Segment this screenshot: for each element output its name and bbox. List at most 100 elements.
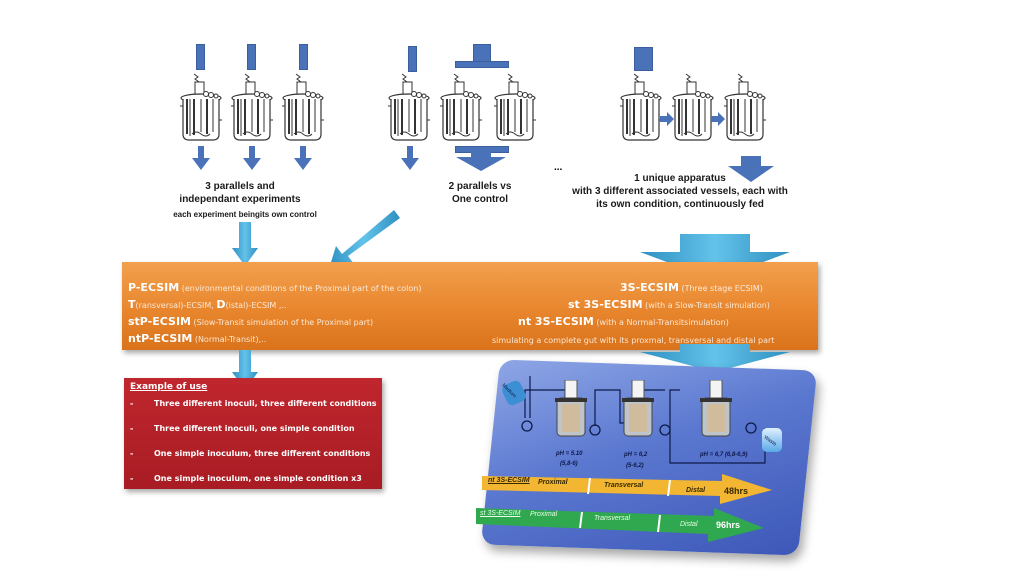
variant-desc: (with a Slow-Transit simulation): [642, 301, 770, 310]
variant-line: 3S-ECSIM (Three stage ECSIM): [620, 276, 763, 295]
output-arrow-icon: [294, 146, 312, 170]
ph-label: pH = 5.10: [556, 451, 583, 457]
timeline-label: nt 3S-ECSIM: [488, 477, 530, 484]
bullet: -: [130, 424, 134, 433]
bioreactor-vessel: [672, 73, 714, 141]
variant-line: simulating a complete gut with its proxm…: [492, 328, 774, 347]
variant-name: nt 3S-ECSIM: [518, 315, 594, 328]
bioreactor-vessel: [440, 73, 482, 141]
variant-desc: (with a Normal-Transitsimulation): [593, 318, 729, 327]
bioreactor-vessel: [231, 73, 273, 141]
caption-line: with 3 different associated vessels, eac…: [572, 186, 788, 197]
timeline-duration: 96hrs: [716, 520, 741, 530]
variant-name: st 3S-ECSIM: [568, 298, 643, 311]
variant-name: 3S-ECSIM: [620, 281, 679, 294]
variant-desc: (istal)-ECSIM ,..: [225, 301, 287, 310]
timeline-segment: Proximal: [530, 511, 558, 518]
bioreactor-vessel: [494, 73, 536, 141]
caption-line: 1 unique apparatus: [634, 173, 726, 184]
output-arrow-icon: [192, 146, 210, 170]
variant-line: stP-ECSIM (Slow-Transit simulation of th…: [128, 310, 373, 329]
feed-arrow-3: [299, 44, 308, 70]
example-text: Three different inoculi, one simple cond…: [154, 424, 355, 433]
ecsim-variants-box: P-ECSIM (environmental conditions of the…: [122, 262, 818, 350]
variant-desc: (Three stage ECSIM): [678, 284, 763, 293]
variant-name: ntP-ECSIM: [128, 332, 193, 345]
output-arrow-icon: [243, 146, 261, 170]
timeline-segment: Transversal: [604, 482, 644, 489]
example-text: One simple inoculum, three different con…: [154, 449, 371, 458]
example-text: One simple inoculum, one simple conditio…: [154, 474, 362, 483]
timeline-segment: Proximal: [538, 479, 568, 486]
example-text: Three different inoculi, three different…: [154, 399, 377, 408]
timeline-duration: 48hrs: [724, 486, 749, 496]
timeline-segment: Distal: [680, 521, 698, 528]
timeline-segment: Distal: [686, 487, 706, 494]
bullet: -: [130, 399, 134, 408]
timeline-label: st 3S-ECSIM: [480, 510, 521, 517]
variant-desc: (environmental conditions of the Proxima…: [179, 284, 422, 293]
feed-splitter-bar: [455, 61, 509, 68]
caption-line: its own condition, continuously fed: [596, 199, 764, 210]
fermenter-vessel: [700, 380, 732, 437]
variant-line: ntP-ECSIM (Normal-Transit),..: [128, 327, 266, 346]
caption-controlled: 2 parallels vs One control: [430, 180, 530, 206]
output-arrow-icon: [728, 156, 774, 182]
ph-label: pH = 6,2: [624, 452, 648, 458]
caption-line: 3 parallels and: [205, 181, 275, 192]
bioreactor-vessel: [282, 73, 324, 141]
example-item: - Three different inoculi, three differen…: [130, 399, 377, 408]
variant-name: D: [216, 298, 226, 311]
bullet: -: [130, 474, 134, 483]
variant-desc: (ransversal)-ECSIM,: [135, 301, 217, 310]
timeline-segment: Transversal: [594, 515, 631, 522]
fermenter-vessel: [555, 380, 587, 437]
ph-range: (5,8-6): [560, 461, 578, 467]
connector-arrow-icon: [232, 222, 258, 266]
feed-block: [634, 47, 653, 71]
merged-output-arrow-icon: [456, 151, 506, 171]
variant-name: stP-ECSIM: [128, 315, 191, 328]
variant-line: st 3S-ECSIM (with a Slow-Transit simulat…: [568, 293, 770, 312]
feed-arrow-2: [247, 44, 256, 70]
variant-name: P-ECSIM: [128, 281, 180, 294]
timeline-arrow-48hrs: [482, 474, 772, 504]
ph-range: (5-6,2): [626, 463, 644, 469]
example-item: - Three different inoculi, one simple con…: [130, 424, 355, 433]
bioreactor-vessel: [724, 73, 766, 141]
caption-line: One control: [451, 194, 509, 205]
connector-arrow-icon: [328, 210, 400, 272]
example-of-use-box: Example of use - Three different inoculi,…: [124, 378, 382, 489]
bioreactor-vessel: [180, 73, 222, 141]
connector-arrow-icon: [640, 234, 790, 280]
example-item: - One simple inoculum, one simple conditi…: [130, 474, 362, 483]
ellipsis: ...: [554, 162, 563, 173]
bioreactor-vessel: [388, 73, 430, 141]
bioreactor-vessel: [620, 73, 662, 141]
connector-arrow-icon: [640, 344, 790, 372]
caption-continuous: 1 unique apparatus with 3 different asso…: [555, 172, 805, 211]
bullet: -: [130, 449, 134, 458]
output-arrow-icon: [401, 146, 419, 170]
ph-label: pH = 6,7 (6,8-6,9): [700, 452, 748, 458]
feed-arrow-1: [196, 44, 205, 70]
caption-parallel-sub: each experiment beingits own control: [173, 210, 317, 219]
timeline-arrow-96hrs: [476, 508, 764, 542]
variant-line: T(ransversal)-ECSIM, D(istal)-ECSIM ,..: [128, 293, 286, 312]
fermenter-vessel: [622, 380, 654, 437]
variant-desc: simulating a complete gut with its proxm…: [492, 336, 775, 345]
feed-arrow-1: [408, 46, 417, 72]
waste-bottle: [762, 428, 782, 452]
transfer-arrow-icon: [711, 112, 725, 126]
variant-line: nt 3S-ECSIM (with a Normal-Transitsimula…: [518, 310, 729, 329]
variant-desc: (Slow-Transit simulation of the Proximal…: [191, 318, 374, 327]
variant-desc: (Normal-Transit),..: [192, 335, 267, 344]
example-title: Example of use: [130, 382, 208, 392]
caption-parallel: 3 parallels and independant experiments: [160, 180, 320, 206]
caption-line: independant experiments: [179, 194, 301, 205]
example-item: - One simple inoculum, three different co…: [130, 449, 370, 458]
caption-line: 2 parallels vs: [448, 181, 512, 192]
variant-line: P-ECSIM (environmental conditions of the…: [128, 276, 421, 295]
transfer-arrow-icon: [660, 112, 674, 126]
variant-name: T: [128, 298, 136, 311]
